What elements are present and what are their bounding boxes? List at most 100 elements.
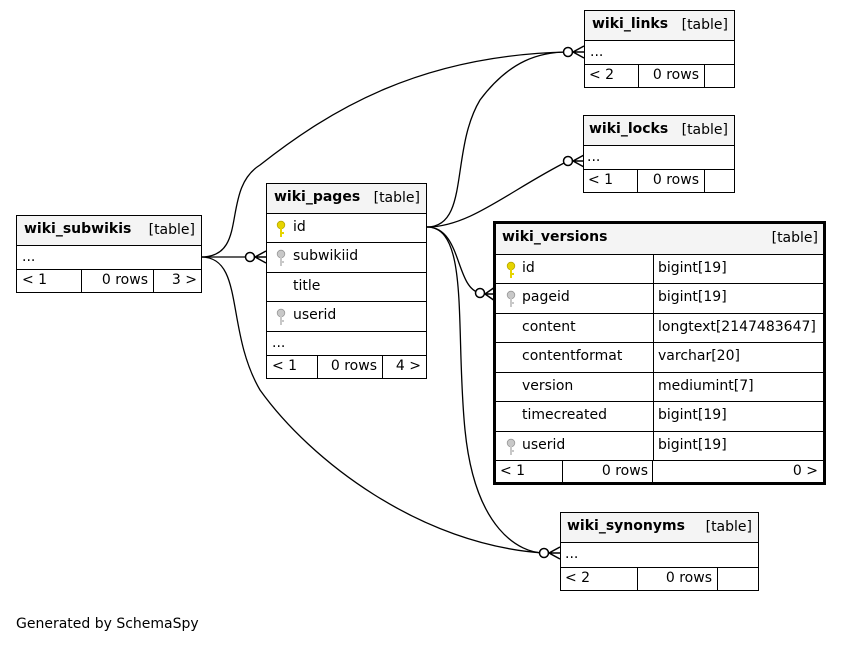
parents-count: < 1 <box>584 170 638 192</box>
row-count: 0 rows <box>318 356 383 378</box>
row-count: 0 rows <box>639 65 705 87</box>
column-name: content <box>522 319 576 335</box>
row-count: 0 rows <box>563 461 653 483</box>
generated-by-credit: Generated by SchemaSpy <box>16 616 199 632</box>
ellipsis-text: ... <box>272 335 286 351</box>
column-name: pageid <box>522 289 570 305</box>
column-name: userid <box>293 307 337 323</box>
table-header: wiki_versions [table] <box>496 224 823 255</box>
table-footer: < 1 0 rows 3 > <box>17 270 201 292</box>
edge-subwikis-synonyms <box>200 256 545 554</box>
column-type: bigint[19] <box>658 260 727 276</box>
table-name: wiki_versions <box>502 229 608 245</box>
column-name: userid <box>522 437 566 453</box>
edge-end-circle <box>244 251 256 263</box>
row-count: 0 rows <box>638 170 705 192</box>
column-row[interactable]: subwikiid <box>267 243 426 273</box>
column-row[interactable]: contentformat varchar[20] <box>496 343 823 373</box>
crow-foot <box>571 45 585 59</box>
column-type-cell: bigint[19] <box>653 284 727 313</box>
table-wiki-locks[interactable]: wiki_locks [table] ... < 1 0 rows <box>583 115 735 193</box>
table-wiki-subwikis[interactable]: wiki_subwikis [table] ... < 1 0 rows 3 > <box>16 215 202 293</box>
table-type: [table] <box>705 519 752 535</box>
children-count: 3 > <box>171 272 197 288</box>
table-header: wiki_locks [table] <box>584 116 734 146</box>
foreign-key-icon <box>276 308 286 325</box>
edge-end-circle <box>562 155 574 167</box>
column-row[interactable]: version mediumint[7] <box>496 373 823 402</box>
table-footer: < 1 0 rows 4 > <box>267 356 426 378</box>
parents-count: < 1 <box>267 356 318 378</box>
table-wiki-pages[interactable]: wiki_pages [table] id subwikiid title us… <box>266 183 427 379</box>
edge-pages-links <box>426 51 569 228</box>
table-footer: < 2 0 rows <box>585 65 734 87</box>
column-row[interactable]: id <box>267 214 426 243</box>
column-row[interactable]: userid bigint[19] <box>496 432 823 461</box>
table-name: wiki_links <box>592 16 669 32</box>
column-type: varchar[20] <box>658 348 740 364</box>
table-wiki-synonyms[interactable]: wiki_synonyms [table] ... < 2 0 rows <box>560 512 759 591</box>
edge-end-circle <box>538 547 550 559</box>
column-name: version <box>522 378 574 394</box>
column-row[interactable]: pageid bigint[19] <box>496 284 823 314</box>
children-count <box>705 170 734 192</box>
primary-key-icon <box>506 261 516 278</box>
crow-foot <box>253 250 267 264</box>
columns-ellipsis: ... <box>584 146 734 170</box>
column-name: id <box>293 219 306 235</box>
children-count: 0 > <box>792 463 818 479</box>
columns-ellipsis: ... <box>17 246 201 270</box>
column-type-cell: longtext[2147483647] <box>653 314 816 342</box>
table-wiki-links[interactable]: wiki_links [table] ... < 2 0 rows <box>584 10 735 88</box>
row-count: 0 rows <box>638 568 718 590</box>
column-name: id <box>522 260 535 276</box>
table-type: [table] <box>771 230 818 246</box>
column-type: bigint[19] <box>658 437 727 453</box>
table-name: wiki_pages <box>274 189 361 205</box>
foreign-key-icon <box>506 438 516 455</box>
parents-count: < 2 <box>561 568 638 590</box>
table-footer: < 1 0 rows <box>584 170 734 192</box>
table-type: [table] <box>681 17 728 33</box>
table-header: wiki_subwikis [table] <box>17 216 201 246</box>
children-count <box>705 65 734 87</box>
column-row[interactable]: userid <box>267 302 426 332</box>
column-type-cell: bigint[19] <box>653 402 727 431</box>
column-type-cell: bigint[19] <box>653 255 727 283</box>
table-header: wiki_pages [table] <box>267 184 426 214</box>
primary-key-icon <box>276 220 286 237</box>
column-row[interactable]: content longtext[2147483647] <box>496 314 823 343</box>
crow-foot <box>571 154 585 168</box>
table-footer: < 2 0 rows <box>561 568 758 590</box>
column-row[interactable]: id bigint[19] <box>496 255 823 284</box>
column-name: contentformat <box>522 348 623 364</box>
parents-count: < 2 <box>585 65 639 87</box>
table-wiki-versions[interactable]: wiki_versions [table] id bigint[19] page… <box>493 221 826 485</box>
column-type: bigint[19] <box>658 289 727 305</box>
edge-pages-synonyms <box>426 226 545 554</box>
table-type: [table] <box>148 222 195 238</box>
columns-ellipsis: ... <box>585 41 734 65</box>
foreign-key-icon <box>276 249 286 266</box>
table-name: wiki_synonyms <box>567 518 685 534</box>
column-name: timecreated <box>522 407 607 423</box>
ellipsis-text: ... <box>587 149 601 165</box>
parents-count: < 1 <box>496 461 563 483</box>
children-count: 4 > <box>395 358 421 374</box>
row-count: 0 rows <box>82 270 154 292</box>
column-type-cell: mediumint[7] <box>653 373 754 401</box>
columns-ellipsis: ... <box>561 543 758 568</box>
edge-end-circle <box>562 46 574 58</box>
column-row[interactable]: timecreated bigint[19] <box>496 402 823 432</box>
column-row[interactable]: title <box>267 273 426 302</box>
column-name: title <box>293 278 321 294</box>
table-type: [table] <box>373 190 420 206</box>
table-header: wiki_links [table] <box>585 11 734 41</box>
column-type: bigint[19] <box>658 407 727 423</box>
table-name: wiki_subwikis <box>24 221 132 237</box>
column-type: mediumint[7] <box>658 378 754 394</box>
edge-end-circle <box>474 287 486 299</box>
table-type: [table] <box>681 122 728 138</box>
edge-pages-locks <box>426 160 569 228</box>
table-header: wiki_synonyms [table] <box>561 513 758 543</box>
